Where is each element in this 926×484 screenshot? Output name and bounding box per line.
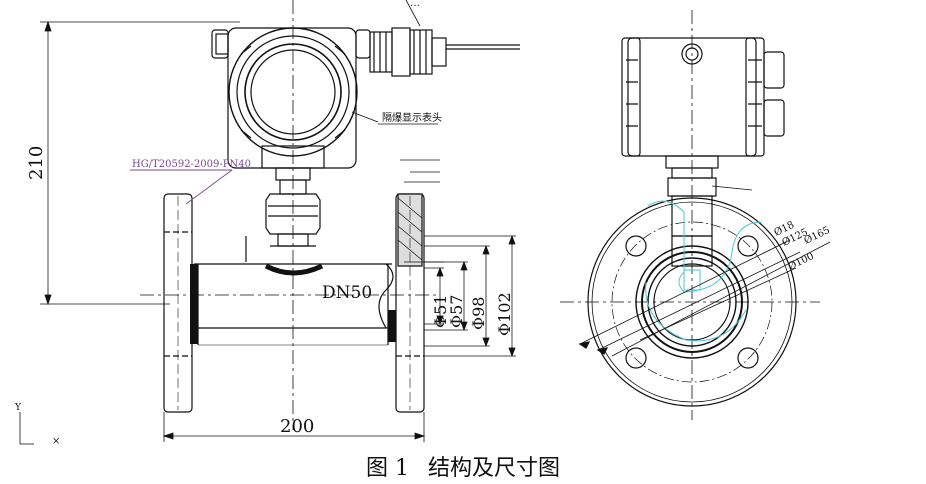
front-housing — [621, 37, 785, 267]
axis-y-label: Y — [14, 403, 22, 413]
figure-number: 图 1 — [365, 456, 409, 481]
pipe-body — [190, 263, 396, 346]
axis-x-label: × — [52, 436, 60, 447]
label-dia-51: Φ51 — [431, 295, 450, 328]
neck — [245, 167, 321, 262]
label-dia-98: Φ98 — [469, 297, 488, 330]
label-nominal-size: DN50 — [322, 283, 372, 303]
label-bolt-100: Ø100 — [786, 251, 815, 273]
label-display-head: 隔爆显示表头 — [382, 111, 442, 124]
label-dia-57: Φ57 — [447, 295, 466, 328]
housing — [211, 27, 371, 169]
dim-height — [40, 20, 240, 306]
cable-gland: … — [369, 0, 520, 77]
dim-length — [162, 412, 426, 442]
left-flange — [163, 193, 193, 413]
svg-text:…: … — [410, 0, 420, 9]
right-flange — [395, 193, 425, 413]
label-flange-standard: HG/T20592-2009-PN40 — [132, 159, 251, 170]
ucs-axis-icon — [19, 412, 34, 445]
side-view: … — [40, 0, 520, 442]
label-height: 210 — [26, 146, 47, 180]
figure-caption: 图 1 结构及尺寸图 — [0, 450, 926, 482]
dim-diameters — [400, 159, 516, 358]
label-length: 200 — [280, 416, 314, 437]
front-view — [560, 10, 831, 420]
figure-title: 结构及尺寸图 — [427, 456, 560, 481]
front-flange — [578, 197, 831, 407]
label-dia-102: Φ102 — [495, 292, 514, 336]
